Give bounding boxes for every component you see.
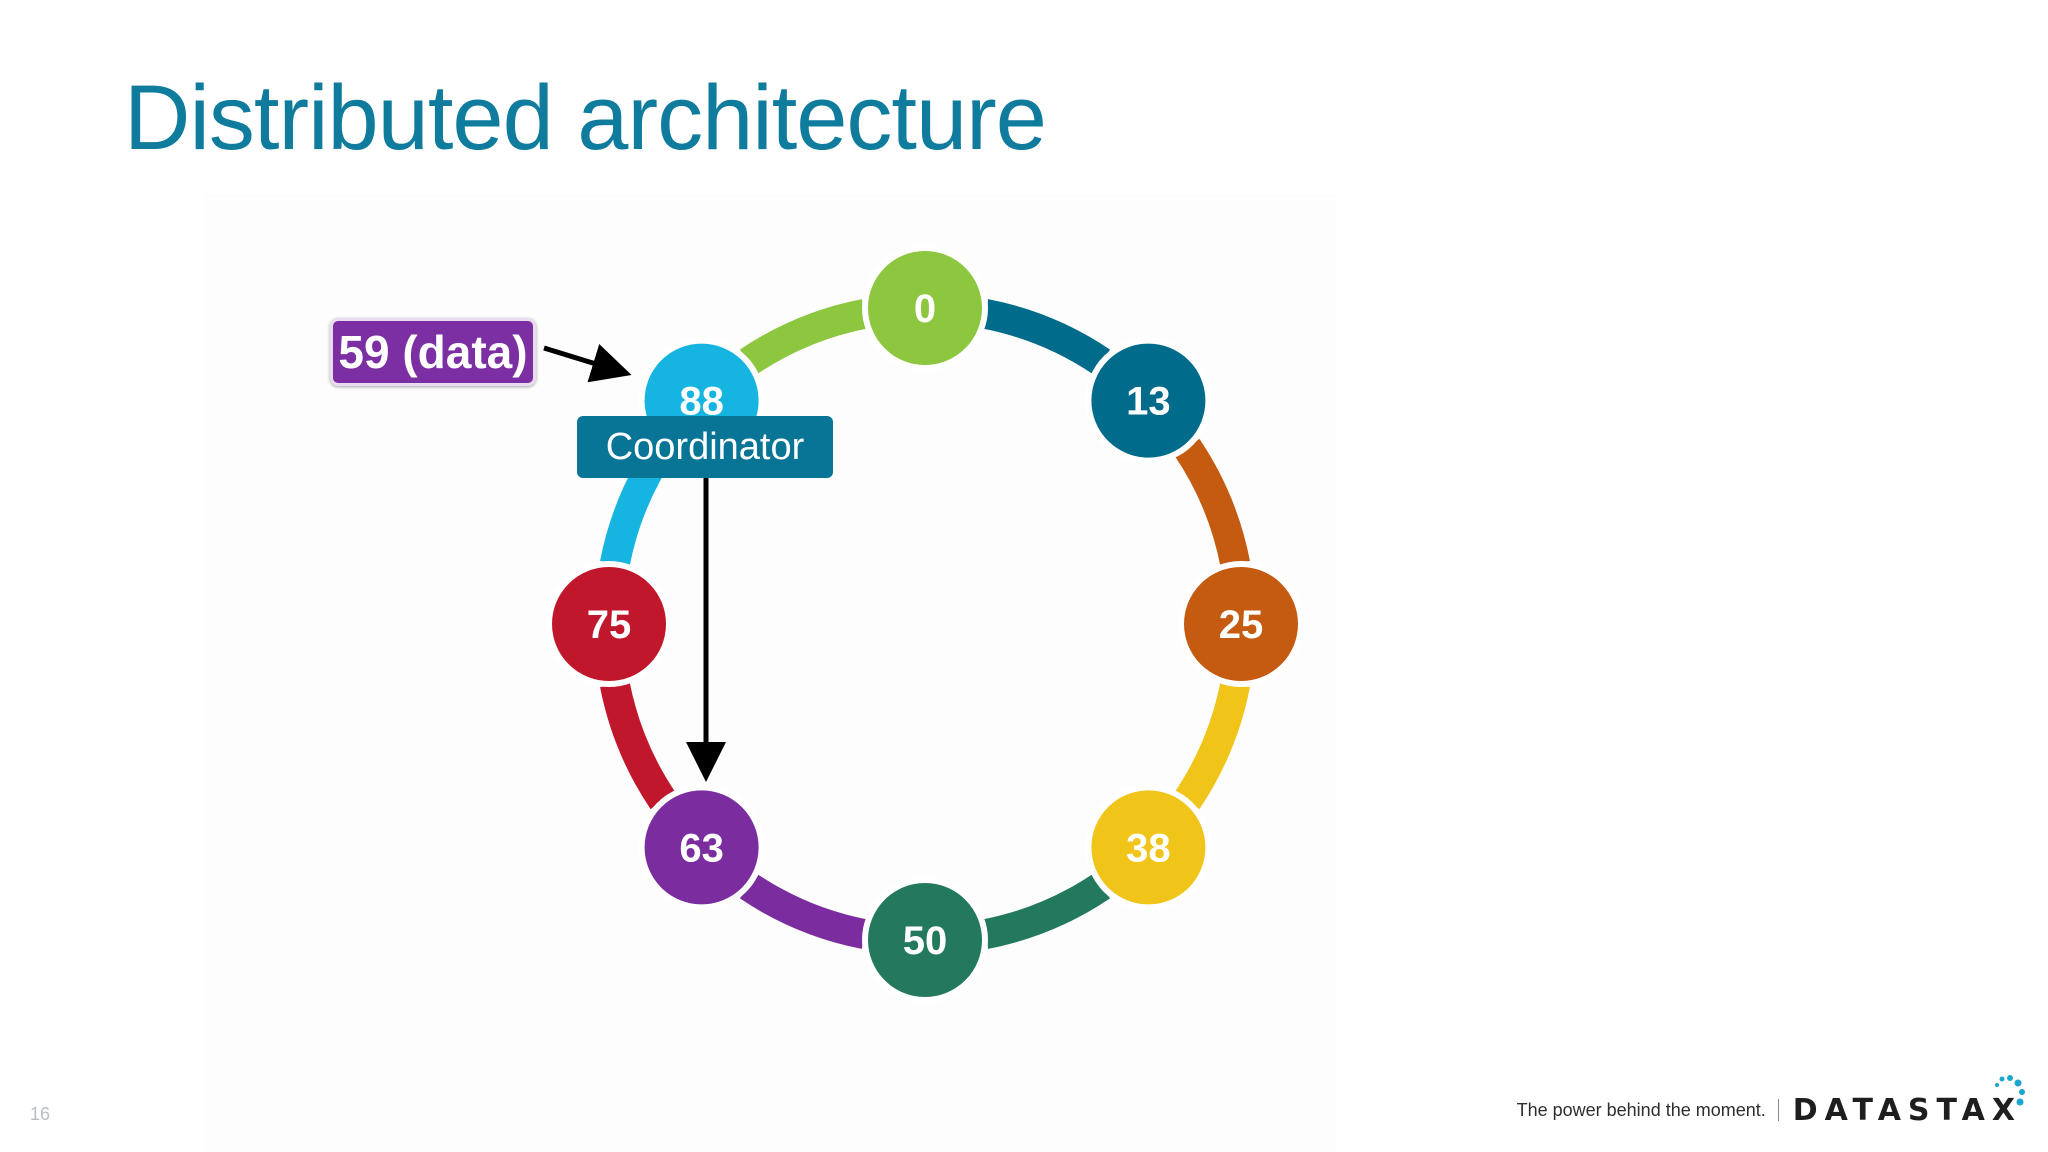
footer-branding: The power behind the moment. DATASTAX — [1516, 1074, 2025, 1134]
node-label-63: 63 — [679, 826, 724, 870]
footer-tagline: The power behind the moment. — [1516, 1099, 1766, 1120]
node-label-0: 0 — [914, 287, 936, 331]
node-63 — [638, 784, 765, 911]
node-25 — [1178, 561, 1304, 687]
node-label-25: 25 — [1219, 603, 1264, 647]
node-label-13: 13 — [1126, 380, 1171, 424]
ring-segment-75 — [600, 681, 676, 810]
node-50 — [862, 877, 988, 1003]
ring-segment-50 — [982, 873, 1111, 949]
page-number: 16 — [30, 1104, 51, 1124]
footer-divider — [1777, 1099, 1779, 1121]
ring-segment-0 — [739, 299, 868, 375]
node-label-75: 75 — [587, 603, 632, 647]
node-13 — [1085, 337, 1212, 464]
data-item-label: 59 (data) — [330, 318, 536, 386]
node-38 — [1085, 784, 1212, 911]
ring-segment-63 — [739, 873, 868, 949]
ring-segment-13 — [982, 299, 1111, 375]
datastax-logo: DATASTAX — [1792, 1074, 2025, 1128]
logo-dots-icon — [1995, 1074, 2025, 1105]
data-to-coordinator-arrow — [543, 344, 632, 383]
node-label-38: 38 — [1126, 826, 1171, 870]
node-0 — [862, 245, 988, 371]
node-75 — [546, 561, 672, 687]
slide-title: Distributed architecture — [124, 67, 1047, 169]
ring-segment-25 — [1174, 438, 1250, 567]
coordinator-label: Coordinator — [577, 416, 833, 478]
ring-segment-38 — [1174, 681, 1250, 810]
brand-name: DATASTAX — [1792, 1092, 2022, 1128]
node-label-50: 50 — [903, 919, 948, 963]
